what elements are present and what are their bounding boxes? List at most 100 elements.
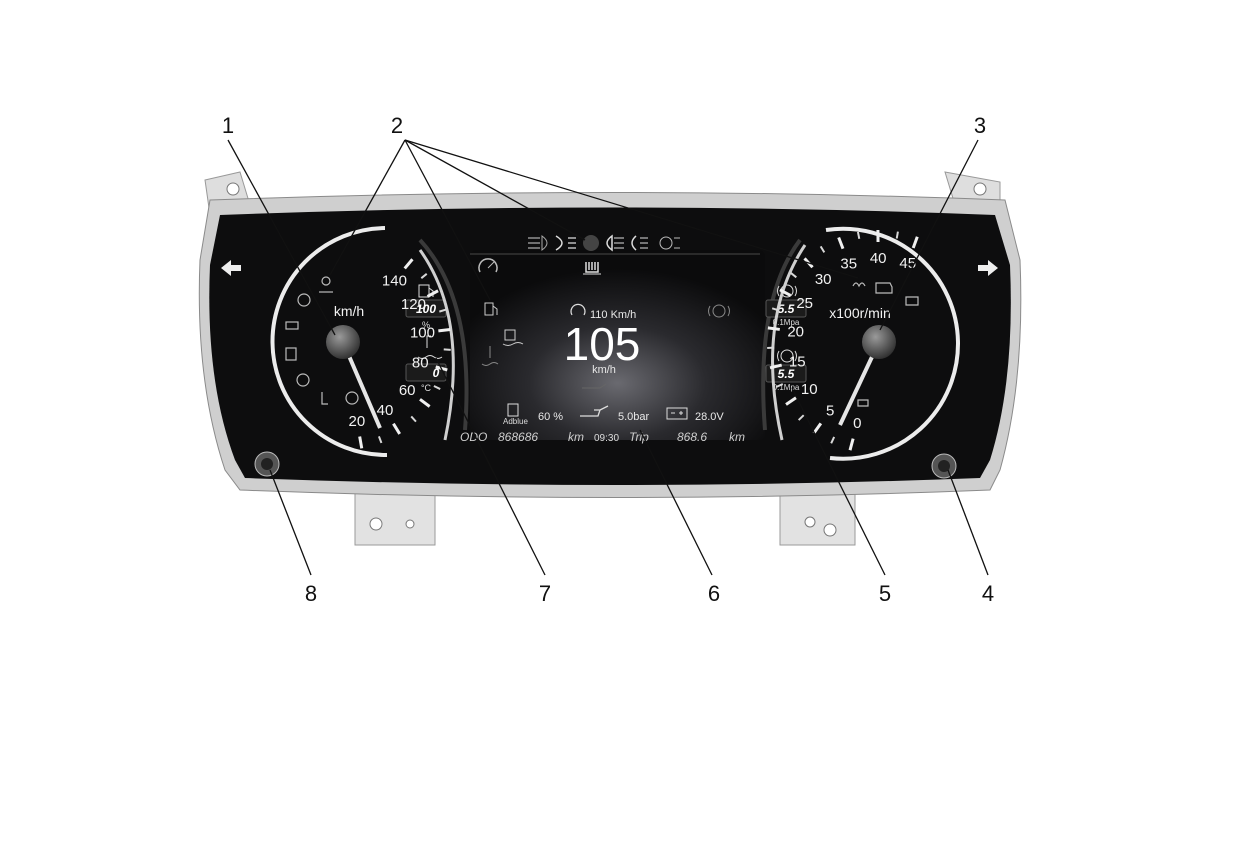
speedometer-minor-tick	[443, 348, 451, 351]
warning-circle-icon	[659, 236, 680, 250]
tachometer-minor-tick	[895, 231, 899, 239]
tachometer-major-tick	[848, 438, 855, 451]
tachometer-tick-label: 35	[840, 256, 857, 273]
speedometer-minor-tick	[433, 385, 441, 390]
battery-icon	[666, 407, 688, 420]
parking-brake-icon	[296, 373, 310, 387]
engine-icon	[905, 296, 919, 306]
center-display: 110 Km/h 105 km/h Adblue 60 % 5.0bar 28.…	[418, 234, 802, 444]
engine-check-icon	[875, 282, 893, 294]
door-open-icon	[285, 347, 297, 361]
air-pressure-gauge-2: 5.5 0.1Mpa	[765, 244, 807, 441]
adblue-icon	[507, 403, 519, 417]
trip-label: Trip	[629, 430, 649, 444]
tachometer-minor-tick	[856, 231, 861, 240]
temperature-gauge-icon	[417, 335, 443, 359]
speedometer-major-tick	[419, 398, 431, 408]
tachometer-major-tick	[812, 422, 823, 434]
tachometer-hub	[862, 325, 896, 359]
cruise-icon	[478, 258, 498, 273]
callout-8: 8	[305, 581, 317, 606]
clock: 09:30	[594, 433, 619, 444]
right-reset-knob[interactable]	[931, 453, 957, 479]
tachometer-major-tick	[779, 288, 792, 297]
seatbelt-icon	[319, 276, 333, 293]
low-beam-icon	[528, 235, 548, 251]
tachometer-major-tick	[769, 363, 783, 370]
callout-2: 2	[391, 113, 403, 138]
pressure-2-unit: 0.1Mpa	[773, 383, 800, 392]
speedometer-major-tick	[426, 289, 439, 298]
trip-value: 868.6	[677, 430, 707, 444]
tachometer-tick-label: 25	[796, 295, 813, 312]
callout-numbers: 1 2 3 4 5 6 7 8	[222, 113, 994, 606]
exhaust-icon	[857, 399, 869, 407]
fuel-value: 100	[416, 302, 436, 316]
speedometer-tick-label: 120	[401, 296, 426, 313]
seat-icon	[321, 392, 328, 405]
left-reset-knob[interactable]	[254, 451, 280, 477]
speedometer-tick-label: 140	[382, 273, 407, 290]
odo-value: 868686	[498, 430, 538, 444]
tachometer-minor-tick	[819, 245, 826, 253]
callout-7: 7	[539, 581, 551, 606]
brake-icon	[708, 304, 730, 318]
fuel-icon	[484, 302, 498, 316]
glow-plug-icon	[852, 282, 866, 288]
callout-1: 1	[222, 113, 234, 138]
tachometer-major-tick	[785, 396, 797, 406]
tachometer-tick-label: 20	[787, 323, 804, 340]
tachometer-minor-tick	[797, 414, 805, 421]
speedometer-tick-label: 40	[377, 402, 394, 419]
tachometer-tick-label: 30	[815, 271, 832, 288]
cruise-speed-readout: 110 Km/h	[590, 309, 636, 321]
turn-left-arrow-icon	[221, 260, 241, 276]
odo-label: ODO	[460, 430, 487, 444]
digital-speed: 105	[564, 318, 641, 370]
fog-lamp-icon	[606, 234, 624, 252]
charging-icon	[285, 321, 299, 330]
speedometer-major-tick	[438, 327, 451, 333]
pressure-2-value: 5.5	[778, 367, 795, 381]
fuel-unit: %	[422, 320, 430, 330]
tachometer-tick-label: 15	[789, 353, 806, 370]
tachometer-tick-label: 5	[826, 402, 834, 419]
tachometer-tick-label: 0	[853, 415, 861, 432]
gear-warning-icon	[345, 391, 359, 405]
pressure-1-unit: 0.1Mpa	[773, 318, 800, 327]
oil-can-icon	[582, 383, 607, 389]
speedometer-minor-tick	[439, 308, 447, 313]
speedometer-tick-label: 100	[410, 325, 435, 342]
speedometer-minor-tick	[420, 273, 428, 279]
rear-fog-icon	[631, 235, 648, 251]
tachometer-ticks	[767, 229, 919, 451]
tachometer-minor-tick	[790, 272, 797, 279]
voltage-value: 28.0V	[695, 411, 724, 423]
speedometer-tick-label: 20	[349, 413, 366, 430]
speedometer-hub	[326, 325, 360, 359]
odo-unit: km	[568, 430, 584, 444]
high-beam-icon	[555, 235, 599, 251]
adblue-label: Adblue	[503, 417, 528, 426]
speedometer-major-tick	[392, 422, 401, 435]
speedometer-major-tick	[403, 258, 414, 270]
temperature-unit: °C	[421, 383, 432, 393]
speedometer-tick-label: 80	[412, 355, 429, 372]
cruise-speed-icon	[570, 303, 586, 316]
tachometer-minor-tick	[771, 307, 780, 312]
speedometer-minor-tick	[377, 436, 383, 444]
tachometer-major-tick	[911, 236, 919, 249]
tachometer-minor-tick	[830, 436, 836, 444]
seat-heating-icon	[583, 262, 601, 275]
callout-5: 5	[879, 581, 891, 606]
callout-leaders	[227, 139, 989, 576]
tachometer-major-tick	[767, 326, 780, 331]
traction-control-icon	[502, 329, 524, 346]
callout-6: 6	[708, 581, 720, 606]
oil-pressure-icon	[580, 405, 609, 417]
